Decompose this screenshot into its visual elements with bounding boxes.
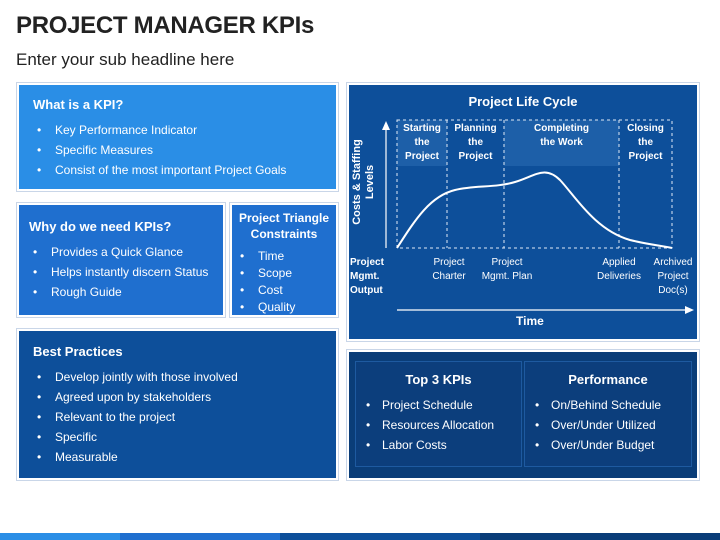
list-item: Project Schedule — [356, 395, 521, 415]
triangle-heading-line2: Constraints — [250, 227, 318, 241]
list-item: Consist of the most important Project Go… — [33, 160, 322, 180]
list-item: Time — [236, 248, 332, 265]
list-item: Relevant to the project — [33, 407, 322, 427]
list-item: Rough Guide — [29, 282, 213, 302]
performance-card: Performance On/Behind Schedule Over/Unde… — [524, 361, 692, 467]
best-practices-panel: Best Practices Develop jointly with thos… — [16, 328, 339, 481]
page-title: PROJECT MANAGER KPIs — [16, 12, 315, 39]
best-practices-list: Develop jointly with those involved Agre… — [33, 367, 322, 467]
performance-list: On/Behind Schedule Over/Under Utilized O… — [525, 395, 691, 455]
what-is-kpi-panel: What is a KPI? Key Performance Indicator… — [16, 82, 339, 192]
list-item: Over/Under Utilized — [525, 415, 691, 435]
triangle-constraints-panel: Project Triangle Constraints Time Scope … — [229, 202, 339, 318]
list-item: Key Performance Indicator — [33, 120, 322, 140]
performance-heading: Performance — [568, 372, 648, 387]
what-is-kpi-heading: What is a KPI? — [33, 97, 124, 112]
list-item: Measurable — [33, 447, 322, 467]
best-practices-heading: Best Practices — [33, 344, 123, 359]
list-item: Resources Allocation — [356, 415, 521, 435]
list-item: Specific Measures — [33, 140, 322, 160]
top-kpis-heading: Top 3 KPIs — [405, 372, 472, 387]
why-kpis-list: Provides a Quick Glance Helps instantly … — [29, 242, 213, 302]
list-item: Agreed upon by stakeholders — [33, 387, 322, 407]
what-is-kpi-list: Key Performance Indicator Specific Measu… — [33, 120, 322, 180]
list-item: Quality — [236, 299, 332, 316]
list-item: Labor Costs — [356, 435, 521, 455]
list-item: Provides a Quick Glance — [29, 242, 213, 262]
top-kpis-card: Top 3 KPIs Project Schedule Resources Al… — [355, 361, 522, 467]
top-kpis-list: Project Schedule Resources Allocation La… — [356, 395, 521, 455]
list-item: Helps instantly discern Status — [29, 262, 213, 282]
bottom-stripe — [0, 533, 720, 540]
why-kpis-panel: Why do we need KPIs? Provides a Quick Gl… — [16, 202, 226, 318]
triangle-heading-line1: Project Triangle — [238, 211, 330, 225]
list-item: Over/Under Budget — [525, 435, 691, 455]
list-item: On/Behind Schedule — [525, 395, 691, 415]
page-subtitle: Enter your sub headline here — [16, 50, 235, 69]
list-item: Scope — [236, 265, 332, 282]
triangle-list: Time Scope Cost Quality — [236, 248, 332, 316]
list-item: Cost — [236, 282, 332, 299]
why-kpis-heading: Why do we need KPIs? — [29, 219, 172, 234]
lifecycle-panel — [346, 82, 700, 342]
list-item: Develop jointly with those involved — [33, 367, 322, 387]
list-item: Specific — [33, 427, 322, 447]
triangle-heading: Project Triangle Constraints — [236, 210, 332, 242]
